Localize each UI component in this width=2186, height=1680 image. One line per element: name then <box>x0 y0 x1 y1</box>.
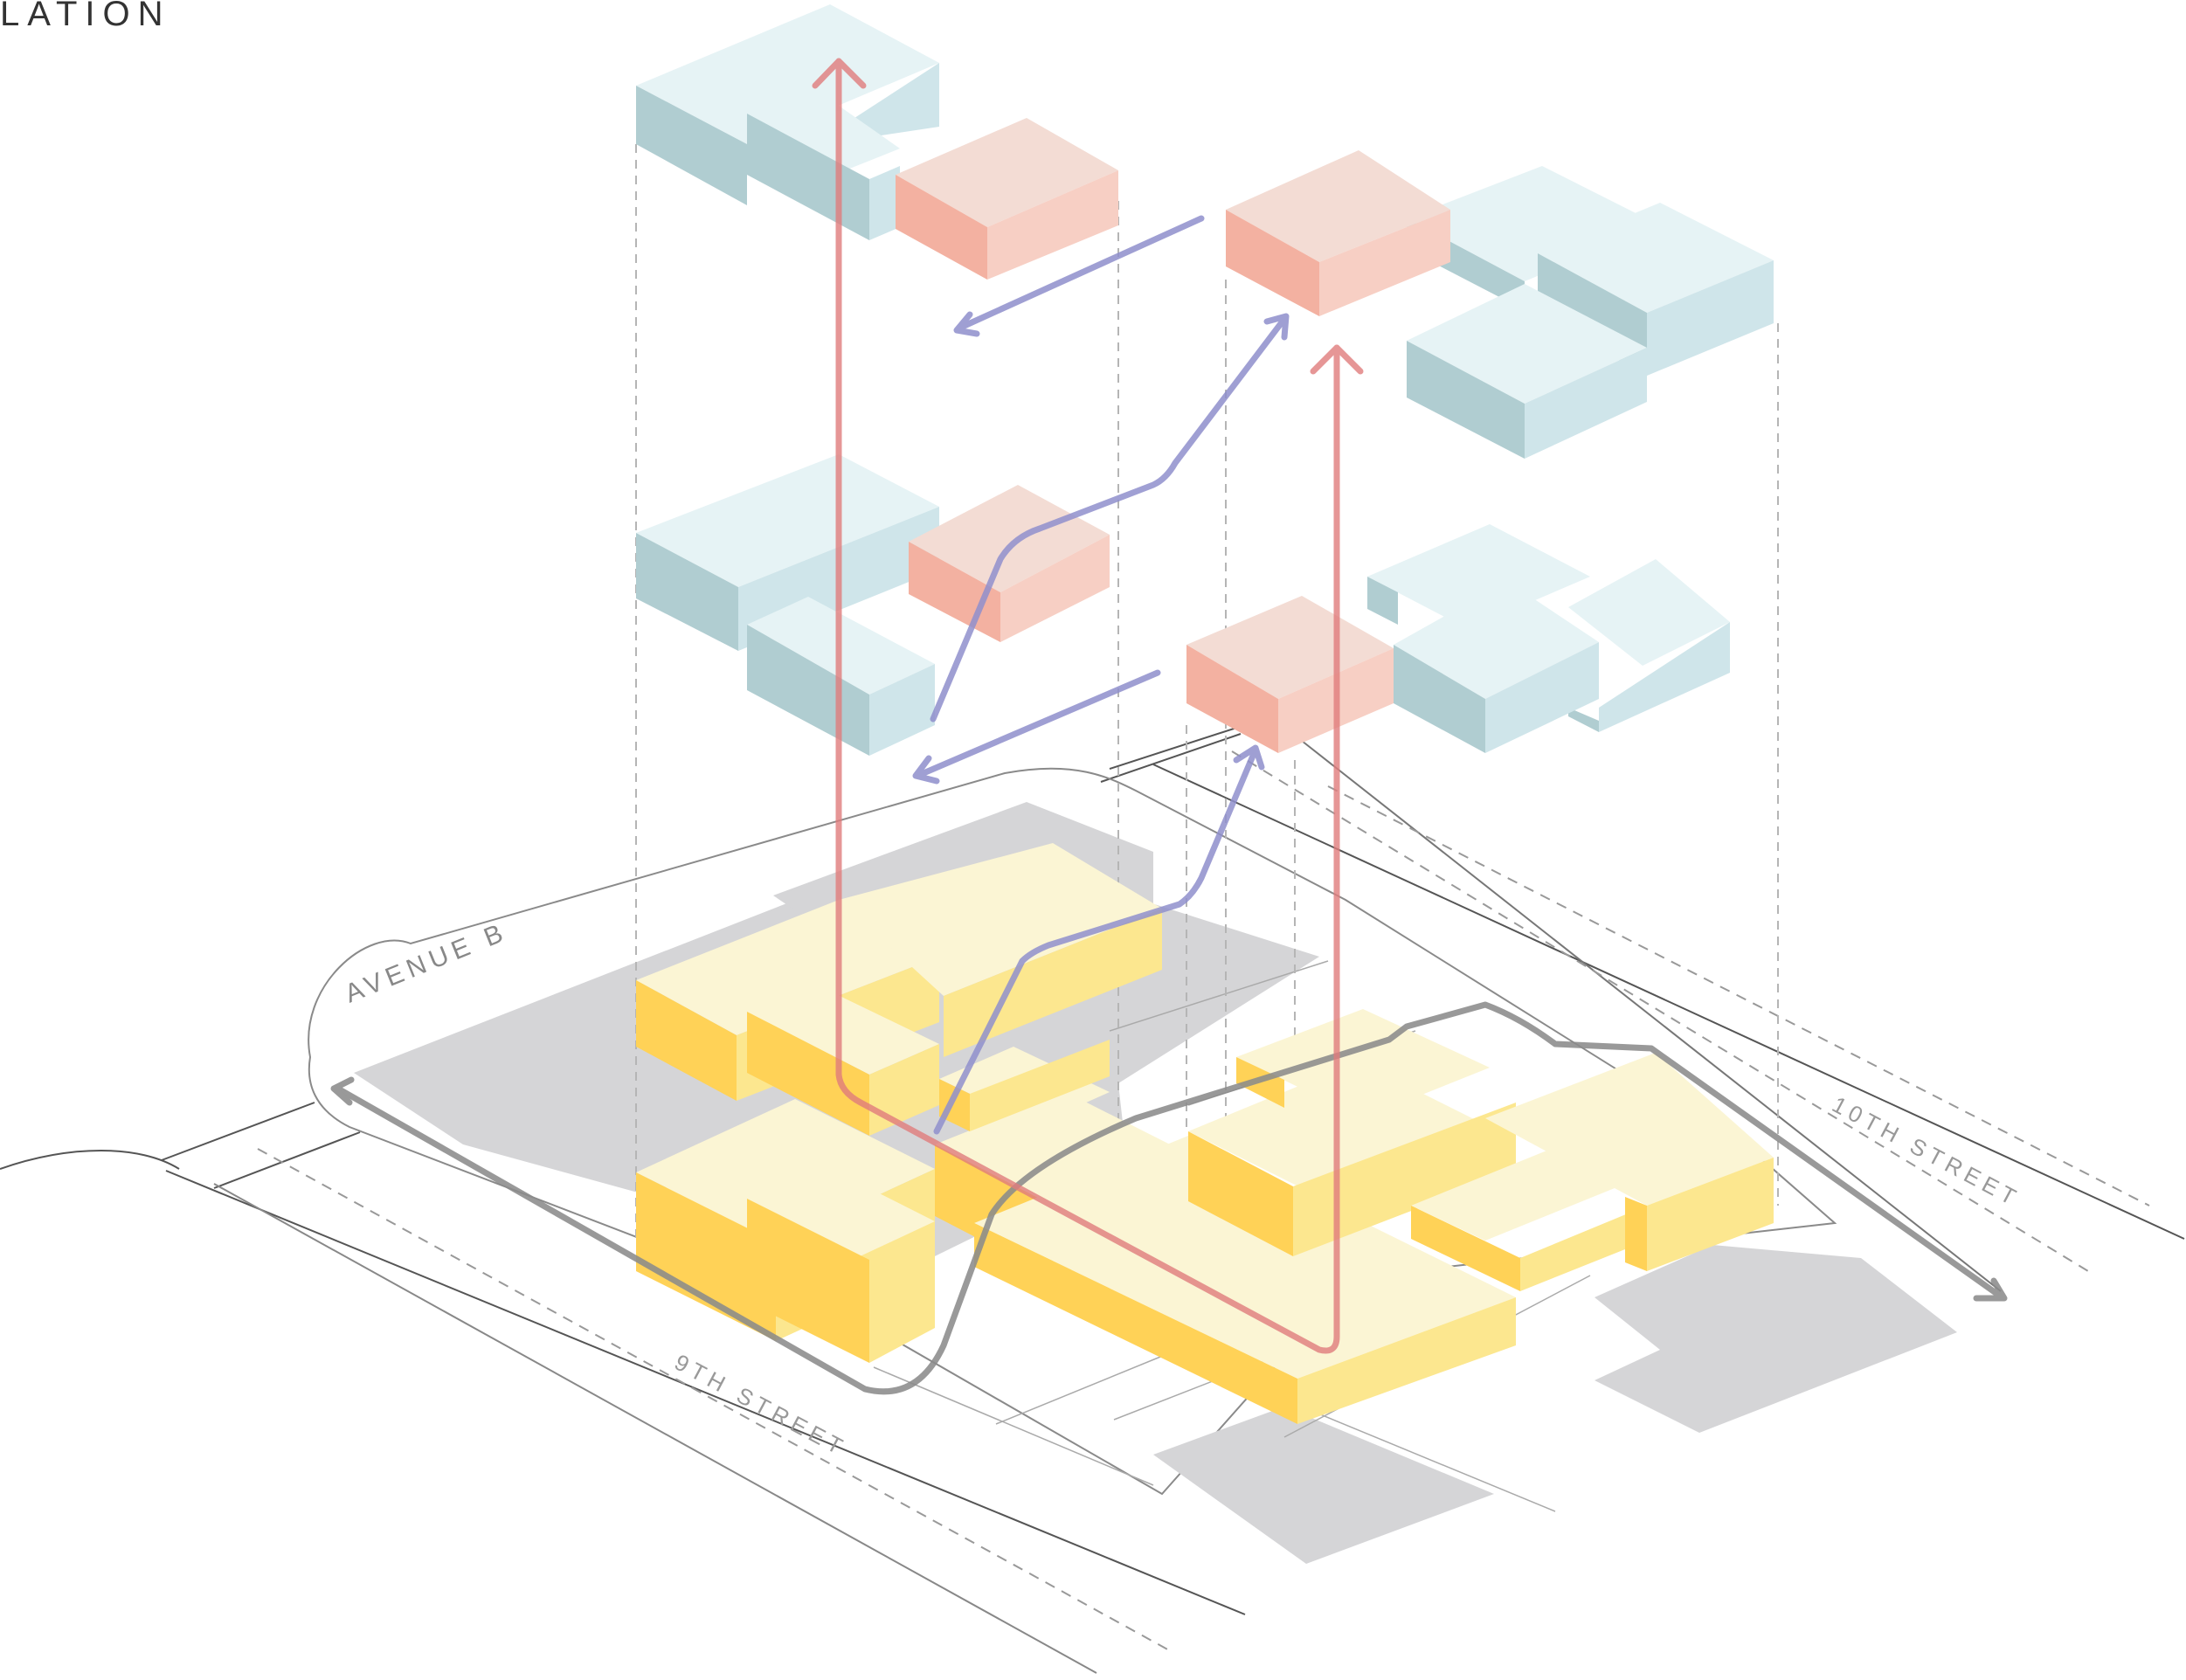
yellow-block <box>747 1166 935 1363</box>
blue-block <box>1367 524 1590 629</box>
street-lines <box>0 720 2185 1674</box>
yellow-block <box>839 843 1162 1057</box>
loop-arrow <box>330 1001 2008 1395</box>
pink-block <box>896 118 1118 280</box>
blue-block <box>1568 559 1730 732</box>
vertical-arrows <box>812 58 1364 1354</box>
pink-block <box>1226 150 1450 316</box>
level-2-right <box>1186 524 1730 753</box>
street-label-avenue-b: AVENUE B <box>341 917 511 1009</box>
yellow-block <box>1236 1009 1490 1118</box>
diagonal-arrows <box>912 215 1290 1135</box>
yellow-block <box>747 983 939 1136</box>
blue-block <box>636 4 939 205</box>
blue-block <box>1407 284 1647 459</box>
level-3-right <box>1226 150 1774 459</box>
page-title: LATION <box>0 0 171 33</box>
pink-block <box>1186 596 1394 753</box>
yellow-block <box>974 1136 1516 1424</box>
yellow-block <box>939 1040 1110 1131</box>
ground-blocks-upper <box>636 843 1162 1136</box>
level-3-left <box>636 4 1118 280</box>
dashed-verticals <box>635 144 1779 1241</box>
level-2-left <box>636 454 1110 756</box>
yellow-block <box>1485 1053 1774 1271</box>
blue-block <box>1394 581 1599 753</box>
